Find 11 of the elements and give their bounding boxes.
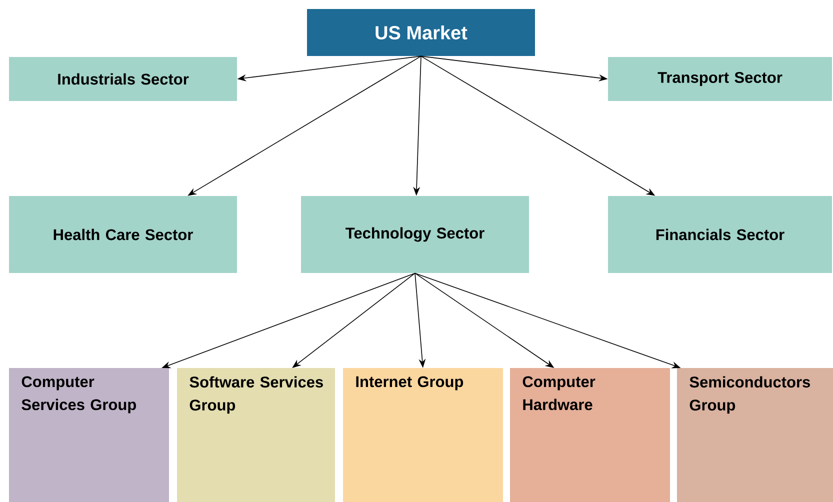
group-box: Computer Hardware [510,368,670,502]
sector-box: Health Care Sector [9,196,237,273]
group-box: Semiconductors Group [677,368,833,502]
sector-box: Financials Sector [608,196,832,273]
group-box: Software Services Group [177,368,335,502]
group-box: Computer Services Group [9,368,169,502]
group-box: Internet Group [343,368,503,502]
sector-box: Industrials Sector [9,57,237,101]
sector-box: Transport Sector [608,57,832,101]
title-box: US Market [307,9,535,56]
sector-box: Technology Sector [301,196,529,273]
